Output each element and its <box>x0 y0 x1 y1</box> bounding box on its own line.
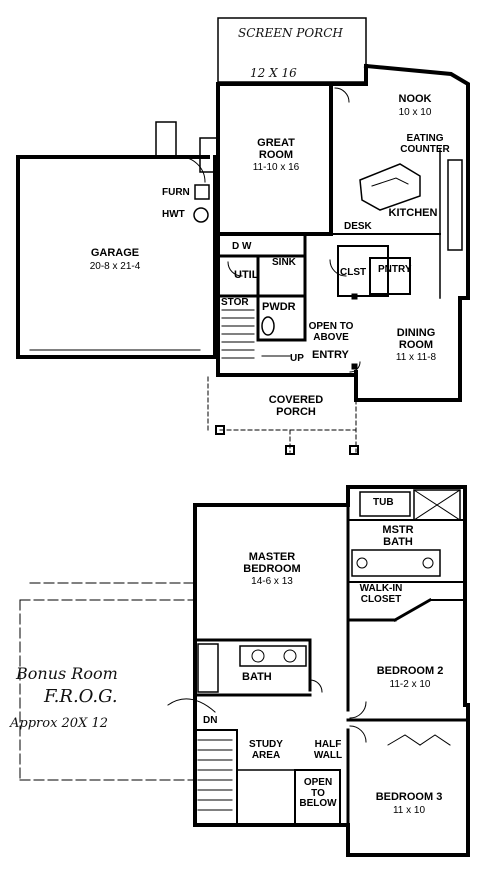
dining-room-dims: 11 x 11-8 <box>395 352 437 364</box>
great-room-dims: 11-10 x 16 <box>252 162 300 174</box>
bath-label: BATH <box>242 671 272 683</box>
pntry-label: PNTRY <box>378 264 412 275</box>
bedroom3-label: BEDROOM 3 11 x 10 <box>354 791 464 816</box>
bedroom2-label: BEDROOM 2 11-2 x 10 <box>360 665 460 690</box>
mstr-bath-line2: BATH <box>383 535 413 548</box>
nook-label: NOOK 10 x 10 <box>385 93 445 118</box>
bedroom3-dims: 11 x 10 <box>392 804 426 816</box>
bedroom2-name: BEDROOM 2 <box>376 665 444 677</box>
walk-in-closet-line2: CLOSET <box>360 593 402 605</box>
master-bedroom-label: MASTER BEDROOM 14-6 x 13 <box>224 551 320 588</box>
bonus-room-size: Approx 20X 12 <box>10 716 109 731</box>
dining-room-line2: ROOM <box>398 338 434 351</box>
screen-porch-label: SCREEN PORCH <box>238 26 343 40</box>
open-above-line2: ABOVE <box>313 331 349 343</box>
nook-name: NOOK <box>398 93 432 105</box>
half-wall-label: HALF WALL <box>306 739 350 761</box>
open-above-line1: OPEN TO <box>308 321 354 332</box>
clst-label: CLST <box>340 267 367 278</box>
walk-in-closet-line1: WALK-IN <box>359 583 403 594</box>
master-bedroom-dims: 14-6 x 13 <box>251 576 293 588</box>
open-below-line3: BELOW <box>299 798 337 809</box>
bedroom2-dims: 11-2 x 10 <box>389 678 431 690</box>
hwt-label: HWT <box>162 209 185 220</box>
covered-porch-line2: PORCH <box>276 405 316 418</box>
half-wall-line2: WALL <box>313 749 343 761</box>
up-label: UP <box>290 353 304 364</box>
study-area-line1: STUDY <box>249 739 283 750</box>
dining-room-line1: DINING <box>396 327 436 339</box>
util-label: UTIL <box>234 269 259 281</box>
open-to-below-label: OPEN TO BELOW <box>296 777 340 810</box>
study-area-line2: AREA <box>251 749 281 761</box>
dining-room-label: DINING ROOM 11 x 11-8 <box>378 327 454 364</box>
nook-dims: 10 x 10 <box>398 106 432 118</box>
stor-label: STOR <box>221 297 249 308</box>
furn-label: FURN <box>162 187 190 198</box>
covered-porch-label: COVERED PORCH <box>256 394 336 418</box>
mstr-bath-label: MSTR BATH <box>370 524 426 548</box>
great-room-label: GREAT ROOM 11-10 x 16 <box>236 137 316 174</box>
great-room-line1: GREAT <box>257 137 295 149</box>
desk-label: DESK <box>344 221 372 232</box>
sink-label: SINK <box>272 257 296 268</box>
eating-counter-label: EATING COUNTER <box>390 133 460 155</box>
dn-label: DN <box>203 715 218 726</box>
garage-name: GARAGE <box>90 247 140 259</box>
tub-label: TUB <box>373 497 394 508</box>
bedroom3-name: BEDROOM 3 <box>375 791 443 803</box>
eating-counter-line1: EATING <box>406 133 444 144</box>
garage-dims: 20-8 x 21-4 <box>89 260 141 272</box>
half-wall-line1: HALF <box>314 739 342 750</box>
screen-porch-dims: 12 X 16 <box>250 66 297 80</box>
second-floor-walls <box>19 485 470 857</box>
walk-in-closet-label: WALK-IN CLOSET <box>350 583 412 605</box>
master-bedroom-line2: BEDROOM <box>243 562 301 575</box>
first-floor-walls <box>16 17 470 455</box>
bonus-room-label: Bonus Room <box>16 664 118 683</box>
great-room-line2: ROOM <box>258 148 294 161</box>
study-area-label: STUDY AREA <box>240 739 292 761</box>
kitchen-label: KITCHEN <box>388 207 438 219</box>
eating-counter-line2: COUNTER <box>400 143 450 155</box>
open-below-line2: TO <box>311 787 325 799</box>
covered-porch-line1: COVERED <box>268 394 324 406</box>
master-bedroom-line1: MASTER <box>248 551 296 563</box>
pwdr-label: PWDR <box>262 301 296 313</box>
mstr-bath-line1: MSTR <box>382 524 414 536</box>
bonus-room-frog: F.R.O.G. <box>44 686 118 707</box>
open-to-above-label: OPEN TO ABOVE <box>304 321 358 343</box>
dw-label: D W <box>232 241 252 252</box>
entry-label: ENTRY <box>312 349 349 361</box>
garage-label: GARAGE 20-8 x 21-4 <box>70 247 160 272</box>
open-below-line1: OPEN <box>303 777 333 788</box>
